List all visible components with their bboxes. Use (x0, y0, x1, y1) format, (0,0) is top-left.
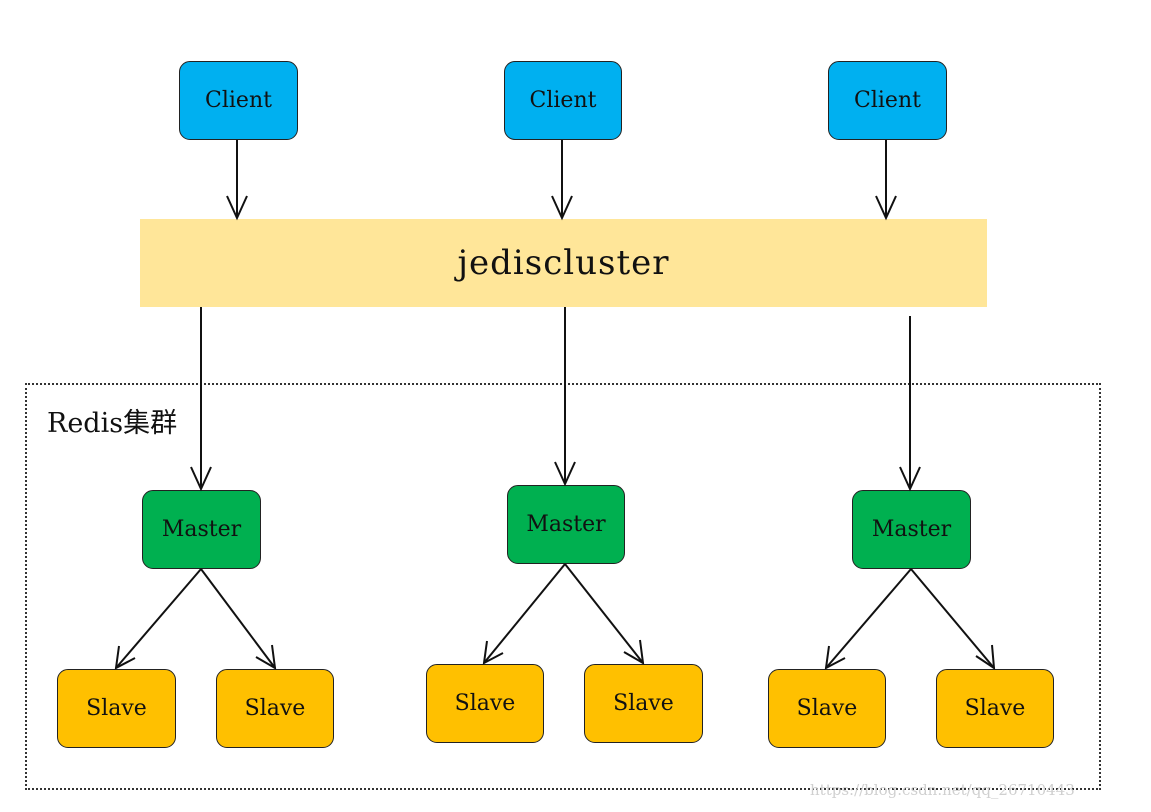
arrowhead (482, 640, 504, 665)
slave-label: Slave (244, 696, 306, 721)
arrowhead (255, 644, 277, 670)
slave-node-2a: Slave (426, 664, 544, 743)
arrow-master1-to-slave1b (200, 568, 276, 669)
slave-label: Slave (454, 691, 516, 716)
slave-node-1a: Slave (57, 669, 176, 748)
arrowhead (899, 466, 921, 492)
arrow-master3-to-slave3a (825, 568, 912, 669)
slave-node-3b: Slave (936, 669, 1054, 748)
client-node-3: Client (828, 61, 947, 140)
client-node-2: Client (504, 61, 622, 140)
master-node-2: Master (507, 485, 625, 564)
arrowhead (190, 466, 212, 492)
arrowhead (551, 195, 573, 221)
slave-label: Slave (613, 691, 674, 716)
jediscluster-proxy: jediscluster (140, 219, 987, 307)
arrowhead (554, 461, 576, 487)
arrow-master2-to-slave2a (483, 563, 566, 664)
arrow-master1-to-slave1a (115, 568, 202, 669)
master-label: Master (161, 517, 242, 542)
arrowhead (975, 644, 996, 670)
slave-label: Slave (964, 696, 1026, 721)
jediscluster-label: jediscluster (457, 243, 670, 283)
arrowhead (226, 195, 248, 221)
slave-node-2b: Slave (584, 664, 703, 743)
master-label: Master (871, 517, 952, 542)
slave-node-3a: Slave (768, 669, 886, 748)
master-label: Master (526, 512, 606, 537)
client-label: Client (529, 88, 597, 113)
client-label: Client (205, 88, 272, 113)
slave-node-1b: Slave (216, 669, 334, 748)
client-label: Client (854, 88, 921, 113)
arrowhead (824, 645, 846, 670)
arrowhead (114, 645, 136, 670)
arrow-master2-to-slave2b (564, 563, 644, 664)
arrowhead (875, 195, 897, 221)
arrow-master3-to-slave3b (910, 568, 995, 669)
client-node-1: Client (179, 61, 298, 140)
redis-cluster-boundary (25, 383, 1101, 790)
master-node-3: Master (852, 490, 971, 569)
arrowhead (623, 639, 645, 665)
master-node-1: Master (142, 490, 261, 569)
slave-label: Slave (86, 696, 147, 721)
redis-cluster-label: Redis集群 (47, 408, 178, 439)
slave-label: Slave (796, 696, 858, 721)
watermark-text: https://blog.csdn.net/qq_26710443 (810, 781, 1075, 799)
